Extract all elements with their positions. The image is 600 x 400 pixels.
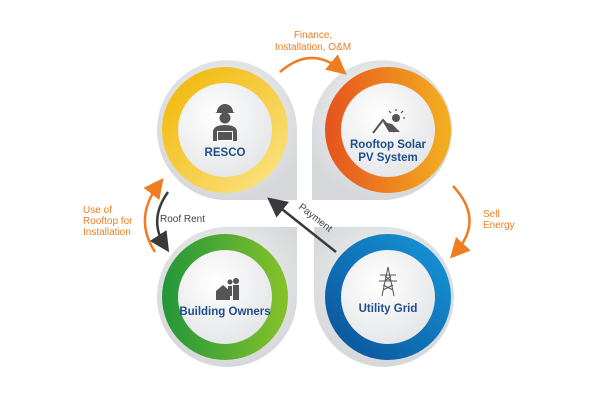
roof-rent-arrow: [149, 191, 170, 253]
utility-grid-label: Utility Grid: [359, 303, 418, 315]
node-utility-grid: Utility Grid: [325, 234, 451, 360]
resco-label: RESCO: [205, 147, 246, 159]
rooftop-use-label-line3: Installation: [83, 227, 131, 238]
finance-label-line2: Installation, O&M: [275, 42, 351, 53]
engineer-laptop-icon: [213, 104, 237, 141]
sell-label-line1: Sell: [483, 209, 500, 220]
rooftop-label-line1: Rooftop Solar: [350, 139, 427, 151]
node-resco: RESCO: [162, 67, 288, 193]
rooftop-label-line2: PV System: [358, 152, 417, 164]
house-people-icon: [216, 278, 239, 300]
rooftop-use-label-line1: Use of: [83, 205, 112, 216]
node-rooftop-solar: Rooftop Solar PV System: [325, 67, 451, 193]
transmission-tower-icon: [379, 266, 397, 297]
sell-energy-arrow: [449, 185, 471, 259]
roof-rent-label: Roof Rent: [160, 214, 205, 225]
node-building-owners: Building Owners: [162, 234, 288, 360]
finance-label-line1: Finance,: [294, 30, 332, 41]
rooftop-use-label-line2: Rooftop for: [83, 216, 133, 227]
building-owners-label: Building Owners: [179, 306, 270, 318]
solar-roof-icon: [372, 109, 405, 134]
payment-arrow: [267, 197, 337, 253]
finance-arrow: [279, 54, 347, 75]
sell-label-line2: Energy: [483, 220, 515, 231]
